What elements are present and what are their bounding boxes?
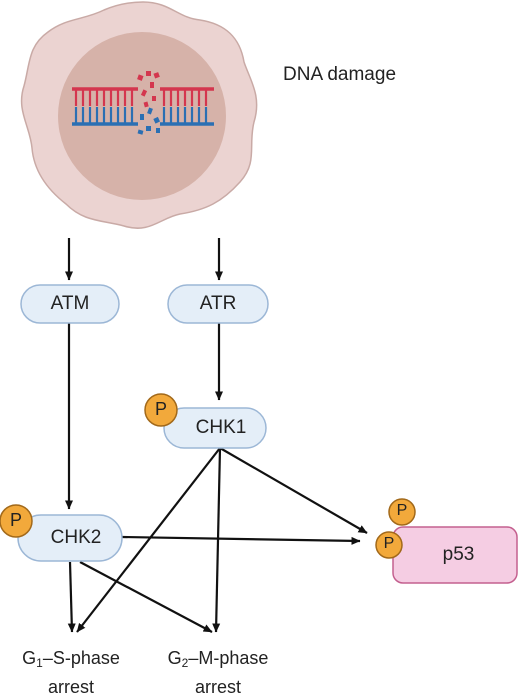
- atr-label: ATR: [199, 293, 237, 314]
- atr-node: [167, 284, 269, 324]
- phospho-p53-bottom-circle: [375, 531, 403, 559]
- g2-arrest-line1: G2–M-phase: [167, 648, 269, 670]
- phospho-chk2-label: P: [9, 510, 22, 530]
- dna-base-pairs: [74, 90, 208, 123]
- phospho-p53-top-circle: [388, 498, 416, 526]
- atm-node: [20, 284, 120, 324]
- dna-break-fragments: [137, 71, 160, 135]
- chk1-node: [163, 407, 267, 449]
- g2-arrest-line2: arrest: [194, 677, 241, 697]
- atm-label: ATM: [50, 293, 90, 314]
- p53-label: p53: [442, 544, 475, 565]
- g1-arrest-line1: G1–S-phase: [22, 648, 120, 670]
- phospho-chk1-label: P: [154, 399, 167, 419]
- dna-damage-label: DNA damage: [283, 64, 397, 85]
- chk2-node: [17, 514, 123, 562]
- arrow-chk2-to-g2-arrest: [79, 561, 213, 633]
- arrow-chk1-to-p53: [219, 447, 368, 534]
- phospho-chk1-circle: [144, 393, 178, 427]
- arrow-chk1-to-g1-arrest: [76, 447, 221, 633]
- pathway-arrows: [65, 238, 368, 633]
- g1-s-phase-arrest-label: G1–S-phase arrest: [0, 646, 142, 699]
- g1-arrest-line2: arrest: [47, 677, 94, 697]
- dna-double-helix: [72, 71, 214, 135]
- cell-illustration: [20, 1, 258, 229]
- arrow-chk1-to-g2-arrest: [212, 447, 222, 633]
- g2-m-phase-arrest-label: G2–M-phase arrest: [144, 646, 292, 699]
- arrow-chk2-to-p53: [121, 535, 361, 545]
- phospho-p53-top-label: P: [396, 502, 408, 519]
- arrow-chk2-to-g1-arrest: [67, 561, 76, 633]
- phospho-p53-bottom-label: P: [383, 535, 395, 552]
- chk2-label: CHK2: [50, 527, 102, 548]
- phospho-chk2-circle: [0, 504, 33, 538]
- chk1-label: CHK1: [195, 417, 247, 438]
